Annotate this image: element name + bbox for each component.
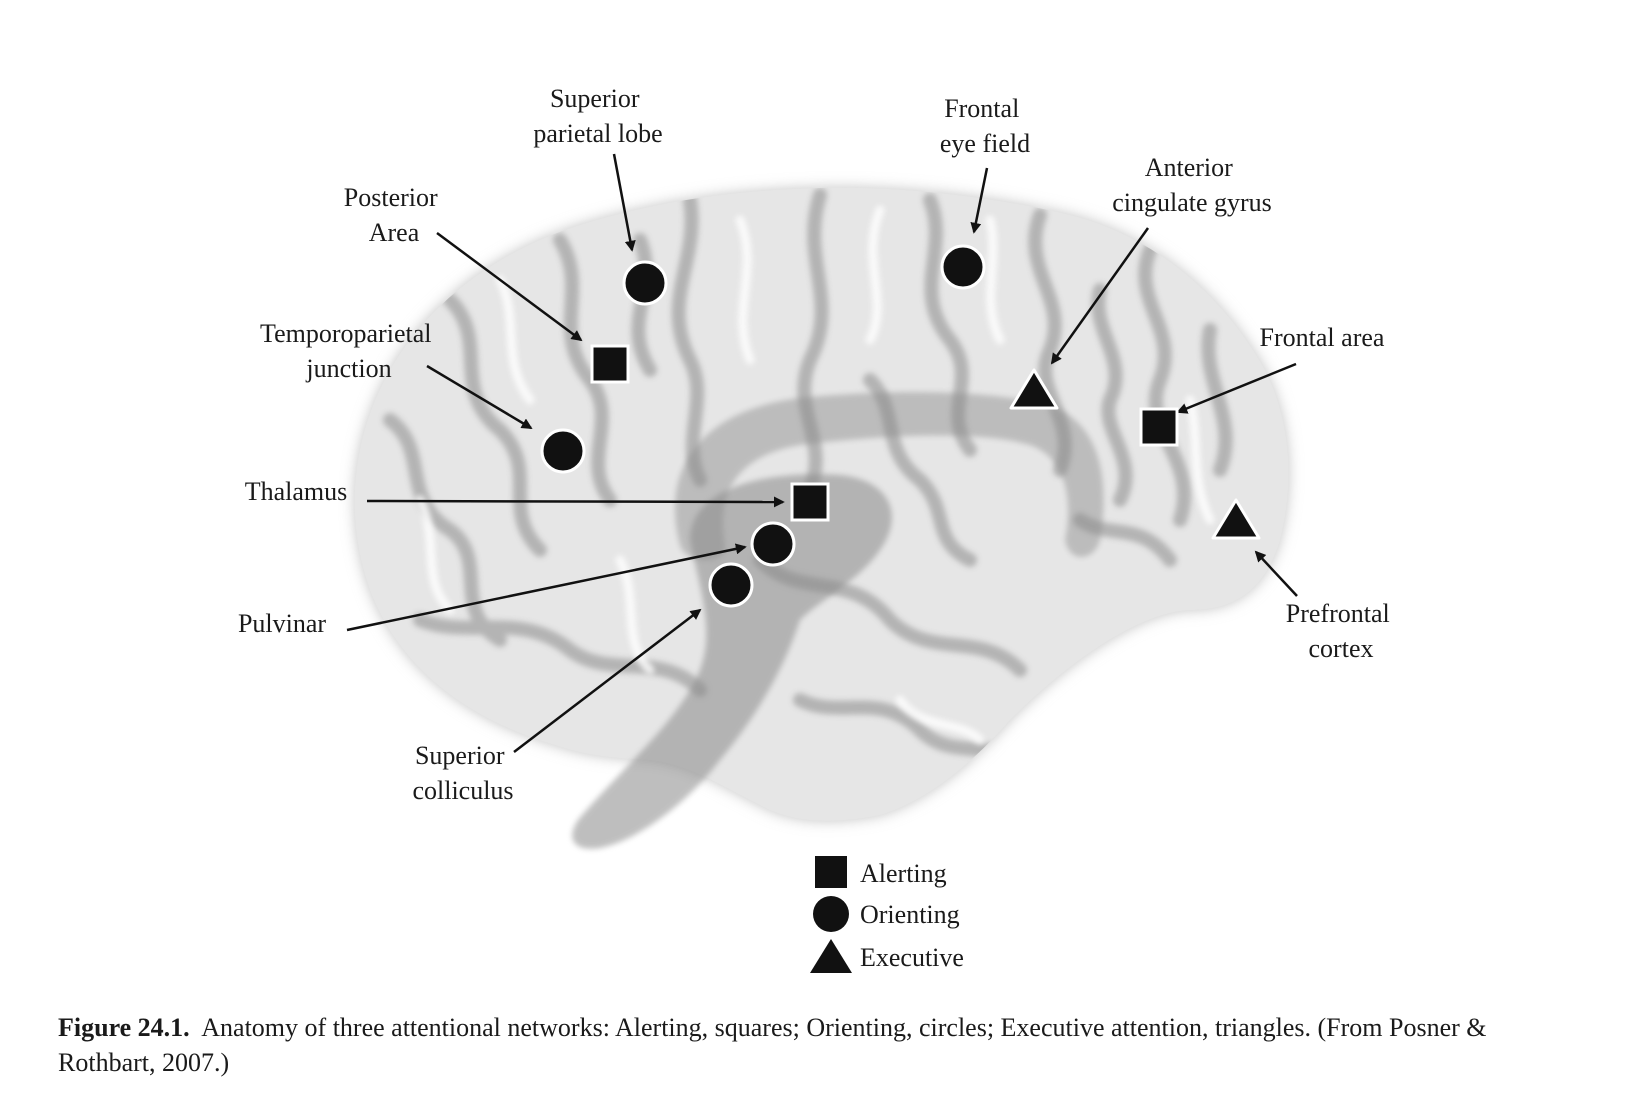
legend-orienting-label: Orienting — [860, 900, 960, 929]
svg-text:Thalamus: Thalamus — [245, 477, 348, 506]
legend-executive-label: Executive — [860, 943, 964, 972]
legend: Alerting Orienting Executive — [810, 856, 964, 973]
label-superior-colliculus-2: colliculus — [412, 776, 513, 805]
label-superior-parietal-lobe-2: parietal lobe — [533, 119, 662, 148]
orienting-marker-superior-parietal — [622, 260, 668, 306]
caption-text: Anatomy of three attentional networks: A… — [58, 1013, 1487, 1077]
svg-text:Anterior cingulate gyrus: Anterior cingulate gyrus — [1112, 153, 1272, 217]
orienting-marker-superior-colliculus — [708, 562, 754, 608]
corpus-callosum — [675, 392, 1104, 560]
legend-alerting-label: Alerting — [860, 859, 947, 888]
thalamus-region — [572, 474, 892, 849]
svg-text:Superior colliculus: Superior colliculus — [412, 741, 513, 805]
figure-caption: Figure 24.1. Anatomy of three attentiona… — [58, 1010, 1588, 1080]
svg-text:Frontal area: Frontal area — [1260, 323, 1385, 352]
label-temporoparietal-junction-1: Temporoparietal — [260, 319, 431, 348]
label-posterior-area-1: Posterior — [344, 183, 438, 212]
svg-text:Temporoparietal junction: Temporoparietal junction — [260, 319, 438, 383]
label-posterior-area-2: Area — [369, 218, 420, 247]
svg-text:Frontal eye field: Frontal eye field — [940, 94, 1030, 158]
legend-triangle-icon — [810, 939, 852, 973]
orienting-marker-temporoparietal — [540, 428, 586, 474]
executive-marker-anterior-cingulate — [1009, 368, 1059, 410]
label-frontal-eye-field-2: eye field — [940, 129, 1030, 158]
svg-text:Posterior Area: Posterior Area — [344, 183, 444, 247]
alerting-marker-frontal-area — [1139, 407, 1179, 447]
label-frontal-area: Frontal area — [1260, 323, 1385, 352]
label-temporoparietal-junction-2: junction — [305, 354, 391, 383]
legend-square-icon — [815, 856, 847, 888]
svg-text:Prefrontal cortex: Prefrontal cortex — [1286, 599, 1396, 663]
label-prefrontal-cortex-1: Prefrontal — [1286, 599, 1390, 628]
figure-number: Figure 24.1. — [58, 1013, 190, 1042]
label-anterior-cingulate-gyrus-1: Anterior — [1145, 153, 1233, 182]
label-superior-parietal-lobe-1: Superior — [550, 84, 640, 113]
alerting-marker-posterior-area — [590, 344, 630, 384]
orienting-marker-pulvinar — [750, 521, 796, 567]
label-superior-colliculus-1: Superior — [415, 741, 505, 770]
legend-circle-icon — [813, 896, 849, 932]
label-pulvinar: Pulvinar — [238, 609, 326, 638]
region-labels: Superior parietal lobe Frontal eye field… — [238, 84, 1396, 805]
svg-text:Pulvinar: Pulvinar — [238, 609, 326, 638]
svg-text:Superior parietal lobe: Superior parietal lobe — [533, 84, 662, 148]
label-anterior-cingulate-gyrus-2: cingulate gyrus — [1112, 188, 1272, 217]
network-markers — [540, 244, 1261, 608]
label-thalamus: Thalamus — [245, 477, 348, 506]
label-prefrontal-cortex-2: cortex — [1309, 634, 1374, 663]
executive-marker-prefrontal — [1211, 498, 1261, 540]
alerting-marker-thalamus — [790, 482, 830, 522]
orienting-marker-frontal-eye-field — [940, 244, 986, 290]
leader-arrows — [346, 153, 1298, 753]
label-frontal-eye-field-1: Frontal — [944, 94, 1019, 123]
